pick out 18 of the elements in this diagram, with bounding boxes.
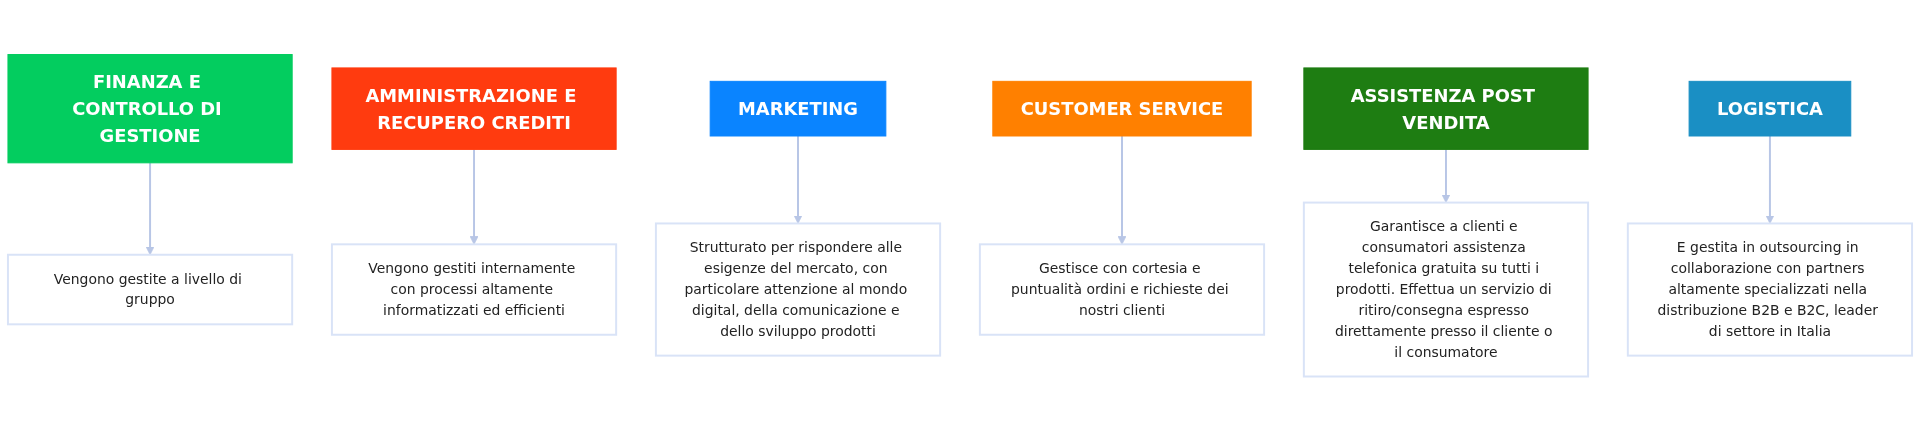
node-box: CUSTOMER SERVICE [992, 80, 1252, 137]
node-box: LOGISTICA [1688, 80, 1852, 137]
arrow [469, 148, 479, 245]
arrow [793, 135, 803, 224]
node-box: AMMINISTRAZIONE E RECUPERO CREDITI [331, 67, 617, 150]
node-box: MARKETING [709, 80, 887, 137]
node-box: Vengono gestite a livello di gruppo [6, 253, 294, 326]
node-box: Gestisce con cortesia e puntualità ordini e richieste dei nostri clienti [978, 243, 1266, 336]
arrow [1117, 135, 1127, 245]
node-box: ASSISTENZA POST VENDITA [1303, 67, 1589, 150]
arrow [1441, 148, 1451, 203]
node-box: E gestita in outsourcing in collaborazione con partners altamente specializzati nella distribuzione B2B e B2C, leader di settore in Italia [1626, 222, 1914, 357]
node-box: Garantisce a clienti e consumatori assistenza telefonica gratuita su tutti i prodotti. Effettua un servizio di ritiro/consegna espresso direttamente presso il cliente o il consumatore [1302, 201, 1590, 378]
node-box: Vengono gestiti internamente con processi altamente informatizzati ed efficienti [330, 243, 618, 336]
node-box: Strutturato per rispondere alle esigenze del mercato, con particolare attenzione al mondo digital, della comunicazione e dello sviluppo prodotti [654, 222, 942, 357]
node-box: FINANZA E CONTROLLO DI GESTIONE [7, 54, 293, 164]
arrow [1765, 135, 1775, 224]
arrow [145, 161, 155, 256]
